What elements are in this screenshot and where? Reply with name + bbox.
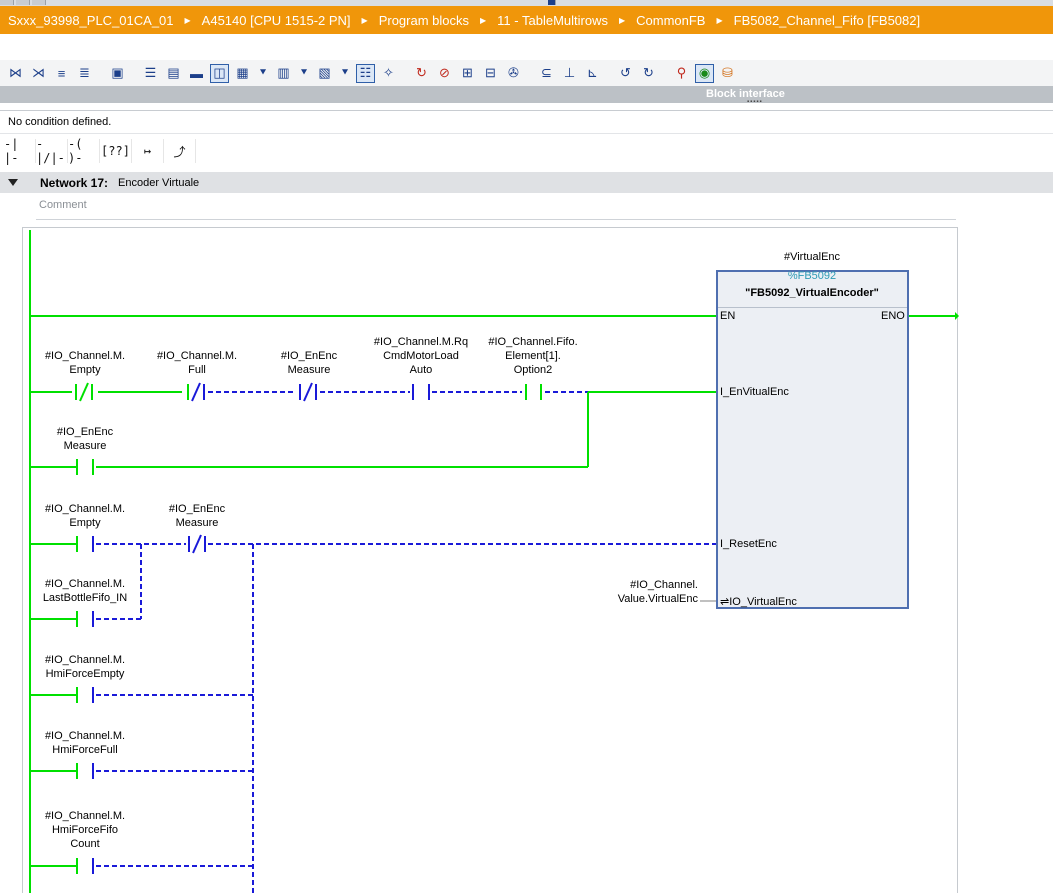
fb-instance-label[interactable]: #VirtualEnc (783, 251, 841, 263)
zoom-in-icon[interactable]: ▦ (236, 65, 249, 80)
network-number: Network 17: (40, 175, 109, 190)
modify-value-icon[interactable]: ↺ (620, 65, 631, 80)
no-contact-hmiforcefull[interactable] (76, 763, 94, 779)
no-contact-enenc-measure[interactable] (76, 459, 94, 475)
nc-contact-full[interactable] (187, 382, 205, 402)
monitor-icon[interactable]: ⊟ (485, 65, 496, 80)
pin-en-virtual-enc: I_EnVitualEnc (720, 386, 789, 398)
contact-label: #IO_Channel.Fifo.Element[1].Option2 (488, 336, 578, 376)
open-branch-button[interactable]: ↦ (132, 139, 164, 163)
contact-label: #IO_Channel.M.Empty (44, 350, 126, 376)
no-contact-hmiforceempty[interactable] (76, 687, 94, 703)
nc-contact-button[interactable]: -|/|- (36, 137, 68, 165)
open-block-icon[interactable]: ▣ (111, 65, 124, 80)
splitter-grip-icon[interactable]: ▪▪▪▪▪ (747, 99, 763, 105)
collapse-triangle-icon[interactable] (8, 179, 18, 186)
no-contact-button[interactable]: -| |- (4, 137, 36, 165)
show-favorites-icon[interactable]: ▤ (167, 65, 180, 80)
dropdown-arrow-icon[interactable]: ⯆ (299, 66, 309, 79)
contact-label: #IO_Channel.M.LastBottleFifo_IN (42, 578, 128, 604)
go-to-error-icon[interactable]: ✧ (383, 65, 394, 80)
ladder-element-toolbar: -| |- -|/|- -( )- [??] ↦ ⤴ (4, 137, 196, 165)
no-contact-option2[interactable] (525, 384, 542, 400)
empty-box-button[interactable]: [??] (100, 139, 132, 163)
pin-eno: ENO (881, 310, 905, 322)
breadcrumb-item-project[interactable]: Sxxx_93998_PLC_01CA_01 (8, 12, 174, 28)
absolute-relative-icon[interactable]: ☰ (144, 65, 157, 80)
editor-toolbar: ⋈ ⋊ ≡ ≣ ▣ ☰ ▤ ▬ ◫ ▦ ⯆ ▥ ⯆ ▧ ⯆ ☷ ✧ ↻ ⊘ ⊞ ⊟ ✇… (0, 60, 1053, 86)
chevron-right-icon: ▶ (480, 15, 487, 25)
inout-operand-label[interactable]: #IO_Channel.Value.VirtualEnc (617, 579, 698, 605)
fb-header (718, 272, 907, 308)
network-header[interactable]: Network 17: Encoder Virtuale (0, 172, 1053, 193)
dropdown-arrow-icon[interactable]: ⯆ (340, 66, 350, 79)
pin-en: EN (720, 310, 736, 322)
no-contact-lastbottlefifo[interactable] (76, 611, 94, 627)
monitoring-icon[interactable]: ⊥ (563, 65, 576, 80)
db-icon[interactable]: ⛁ (722, 65, 733, 80)
nc-contact-enenc-measure-2[interactable] (188, 534, 206, 554)
compare-icon[interactable]: ⊘ (439, 65, 450, 80)
breadcrumb-item-block[interactable]: FB5082_Channel_Fifo [FB5082] (733, 12, 921, 28)
breakpoint-icon[interactable]: ⚲ (676, 65, 687, 80)
breadcrumb: Sxxx_93998_PLC_01CA_01 ▶ A45140 [CPU 151… (0, 6, 1053, 34)
insert-network-icon[interactable]: ⋈ (9, 65, 22, 80)
pin-io-virtual-enc: ⇌IO_VirtualEnc (720, 596, 797, 608)
pin-reset-enc: I_ResetEnc (720, 538, 777, 550)
delete-network-icon[interactable]: ⋊ (32, 65, 45, 80)
contact-label: #IO_Channel.M.Empty (44, 503, 126, 529)
zoom-out-icon[interactable]: ▥ (277, 65, 290, 80)
function-block-icon[interactable]: ⊆ (541, 65, 552, 80)
breadcrumb-item-program-blocks[interactable]: Program blocks (378, 12, 470, 28)
network-comments-icon[interactable]: ▧ (318, 65, 331, 80)
clear-errors-icon[interactable]: ↻ (416, 65, 427, 80)
block-interface-label: Block interface (706, 88, 785, 100)
no-contact-empty[interactable] (76, 536, 94, 552)
chevron-right-icon: ▶ (361, 15, 368, 25)
fb-name[interactable]: "FB5092_VirtualEncoder" (745, 287, 879, 299)
no-contact-rqcmdmotorloadauto[interactable] (412, 384, 430, 400)
fb-box[interactable] (716, 270, 909, 609)
refresh-icon[interactable]: ↻ (643, 65, 654, 80)
coil-button[interactable]: -( )- (68, 137, 100, 165)
condition-bar: No condition defined. (0, 110, 1053, 134)
nc-contact-empty[interactable] (75, 382, 93, 402)
eno-arrow-icon (955, 312, 959, 320)
breadcrumb-item-cpu[interactable]: A45140 [CPU 1515-2 PN] (201, 12, 351, 28)
top-tab-strip (0, 0, 1053, 6)
contact-label: #IO_Channel.M.HmiForceFull (44, 730, 126, 756)
contact-label: #IO_Channel.M.HmiForceEmpty (44, 654, 126, 680)
fb-number: %FB5092 (787, 270, 837, 282)
network-body (22, 227, 958, 893)
network-comment[interactable]: Comment (36, 196, 956, 220)
insert-row-icon[interactable]: ≡ (57, 65, 66, 81)
block-call-icon[interactable]: ▬ (190, 65, 203, 81)
nc-contact-enenc-measure[interactable] (299, 382, 317, 402)
contact-label: #IO_Channel.M.Full (156, 350, 238, 376)
chevron-right-icon: ▶ (716, 15, 723, 25)
breadcrumb-item-folder[interactable]: 11 - TableMultirows (497, 12, 608, 28)
network-title[interactable]: Encoder Virtuale (118, 176, 200, 189)
download-icon[interactable]: ⊞ (462, 65, 473, 80)
breadcrumb-item-commonfb[interactable]: CommonFB (636, 12, 706, 28)
chevron-right-icon: ▶ (618, 15, 626, 25)
add-row-icon[interactable]: ≣ (79, 65, 90, 80)
block-interface-bar[interactable]: Block interface ▪▪▪▪▪ (0, 86, 1053, 105)
close-branch-button[interactable]: ⤴ (164, 139, 196, 163)
chevron-right-icon: ▶ (184, 15, 191, 25)
condition-text: No condition defined. (8, 116, 112, 128)
dropdown-arrow-icon[interactable]: ⯆ (258, 66, 268, 79)
update-icon[interactable]: ✇ (508, 65, 519, 80)
tag-info-icon[interactable]: ☷ (356, 63, 375, 83)
comments-icon[interactable]: ◫ (210, 63, 229, 83)
modify-icon[interactable]: ⊾ (587, 65, 598, 80)
monitoring-on-off-icon[interactable]: ◉ (695, 63, 714, 83)
no-contact-hmiforcefifocount[interactable] (76, 858, 94, 874)
